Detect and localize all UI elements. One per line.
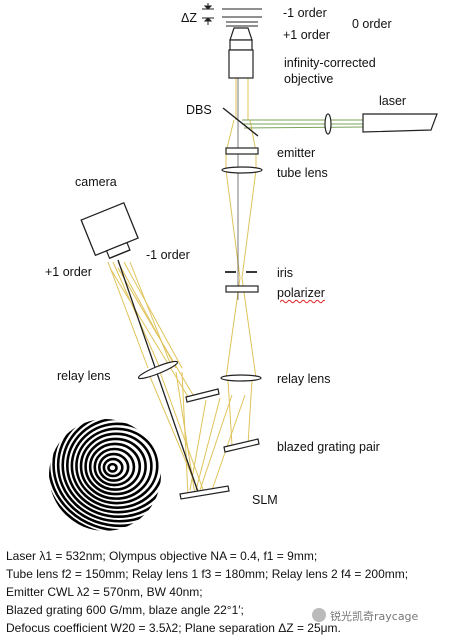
watermark-text: 锐光凯奇raycage: [330, 610, 419, 623]
plus-one-order-top-label: +1 order: [283, 28, 330, 42]
emitter-filter: [225, 147, 259, 155]
blazed-grating-pair: [185, 388, 260, 453]
caption-line-2: Tube lens f2 = 150mm; Relay lens 1 f3 = …: [6, 567, 409, 581]
phase-stripe: [84, 437, 147, 496]
phase-stripe: [75, 427, 159, 505]
laser-lens: [324, 113, 332, 135]
tube-lens: [221, 166, 263, 174]
relay-lens-left: [137, 360, 179, 380]
objective-label-line2: objective: [284, 72, 334, 86]
tube-lens-label: tube lens: [277, 166, 328, 180]
phase-stripe: [88, 442, 142, 491]
delta-z-marker: [202, 3, 214, 25]
phase-stripe: [79, 432, 153, 500]
caption-line-4: Blazed grating 600 G/mm, blaze angle 22°…: [6, 603, 244, 617]
phase-stripe: [65, 419, 161, 514]
phase-stripe: [70, 422, 161, 509]
polarizer-label: polarizer: [277, 286, 325, 300]
laser-beam: [242, 119, 366, 129]
emitter-label: emitter: [277, 146, 316, 160]
camera-body: [80, 201, 139, 260]
focal-planes: [222, 8, 262, 27]
zero-order-label: 0 order: [352, 17, 392, 31]
caption-line-5: Defocus coefficient W20 = 3.5λ2; Plane s…: [6, 621, 341, 635]
phase-stripe: [98, 452, 130, 482]
objective-label-line1: infinity-corrected: [284, 56, 376, 70]
caption-line-1: Laser λ1 = 532nm; Olympus objective NA =…: [6, 549, 318, 563]
dbs-mirror: [222, 107, 259, 137]
iris-label: iris: [277, 266, 293, 280]
slm-panel: [179, 485, 230, 500]
phase-stripe: [56, 419, 161, 523]
relay-lens-left-label: relay lens: [57, 369, 111, 383]
wechat-icon: [312, 608, 326, 622]
chief-ray: [117, 259, 199, 493]
plus-one-order-camera-label: +1 order: [45, 265, 92, 279]
slm-label: SLM: [252, 493, 278, 507]
minus-one-order-top-label: -1 order: [283, 6, 327, 20]
objective-lens: [228, 27, 254, 79]
laser-label: laser: [379, 94, 407, 108]
phase-stripe: [93, 447, 136, 487]
minus-one-order-camera-label: -1 order: [146, 248, 190, 262]
dbs-label: DBS: [186, 103, 212, 117]
phase-stripe: [102, 457, 124, 478]
laser-body: [362, 113, 438, 133]
blazed-grating-label: blazed grating pair: [277, 440, 380, 454]
phase-stripe: [107, 462, 118, 473]
phase-stripe: [52, 419, 161, 528]
polarizer-element: [225, 285, 259, 293]
relay-lens-right: [220, 374, 262, 382]
delta-z-label: ΔZ: [181, 11, 197, 25]
relay-lens-right-label: relay lens: [277, 372, 331, 386]
phase-stripe: [61, 419, 161, 519]
main-column-beams: [189, 40, 257, 491]
caption-line-3: Emitter CWL λ2 = 570nm, BW 40nm;: [6, 585, 203, 599]
camera-label: camera: [75, 175, 117, 189]
